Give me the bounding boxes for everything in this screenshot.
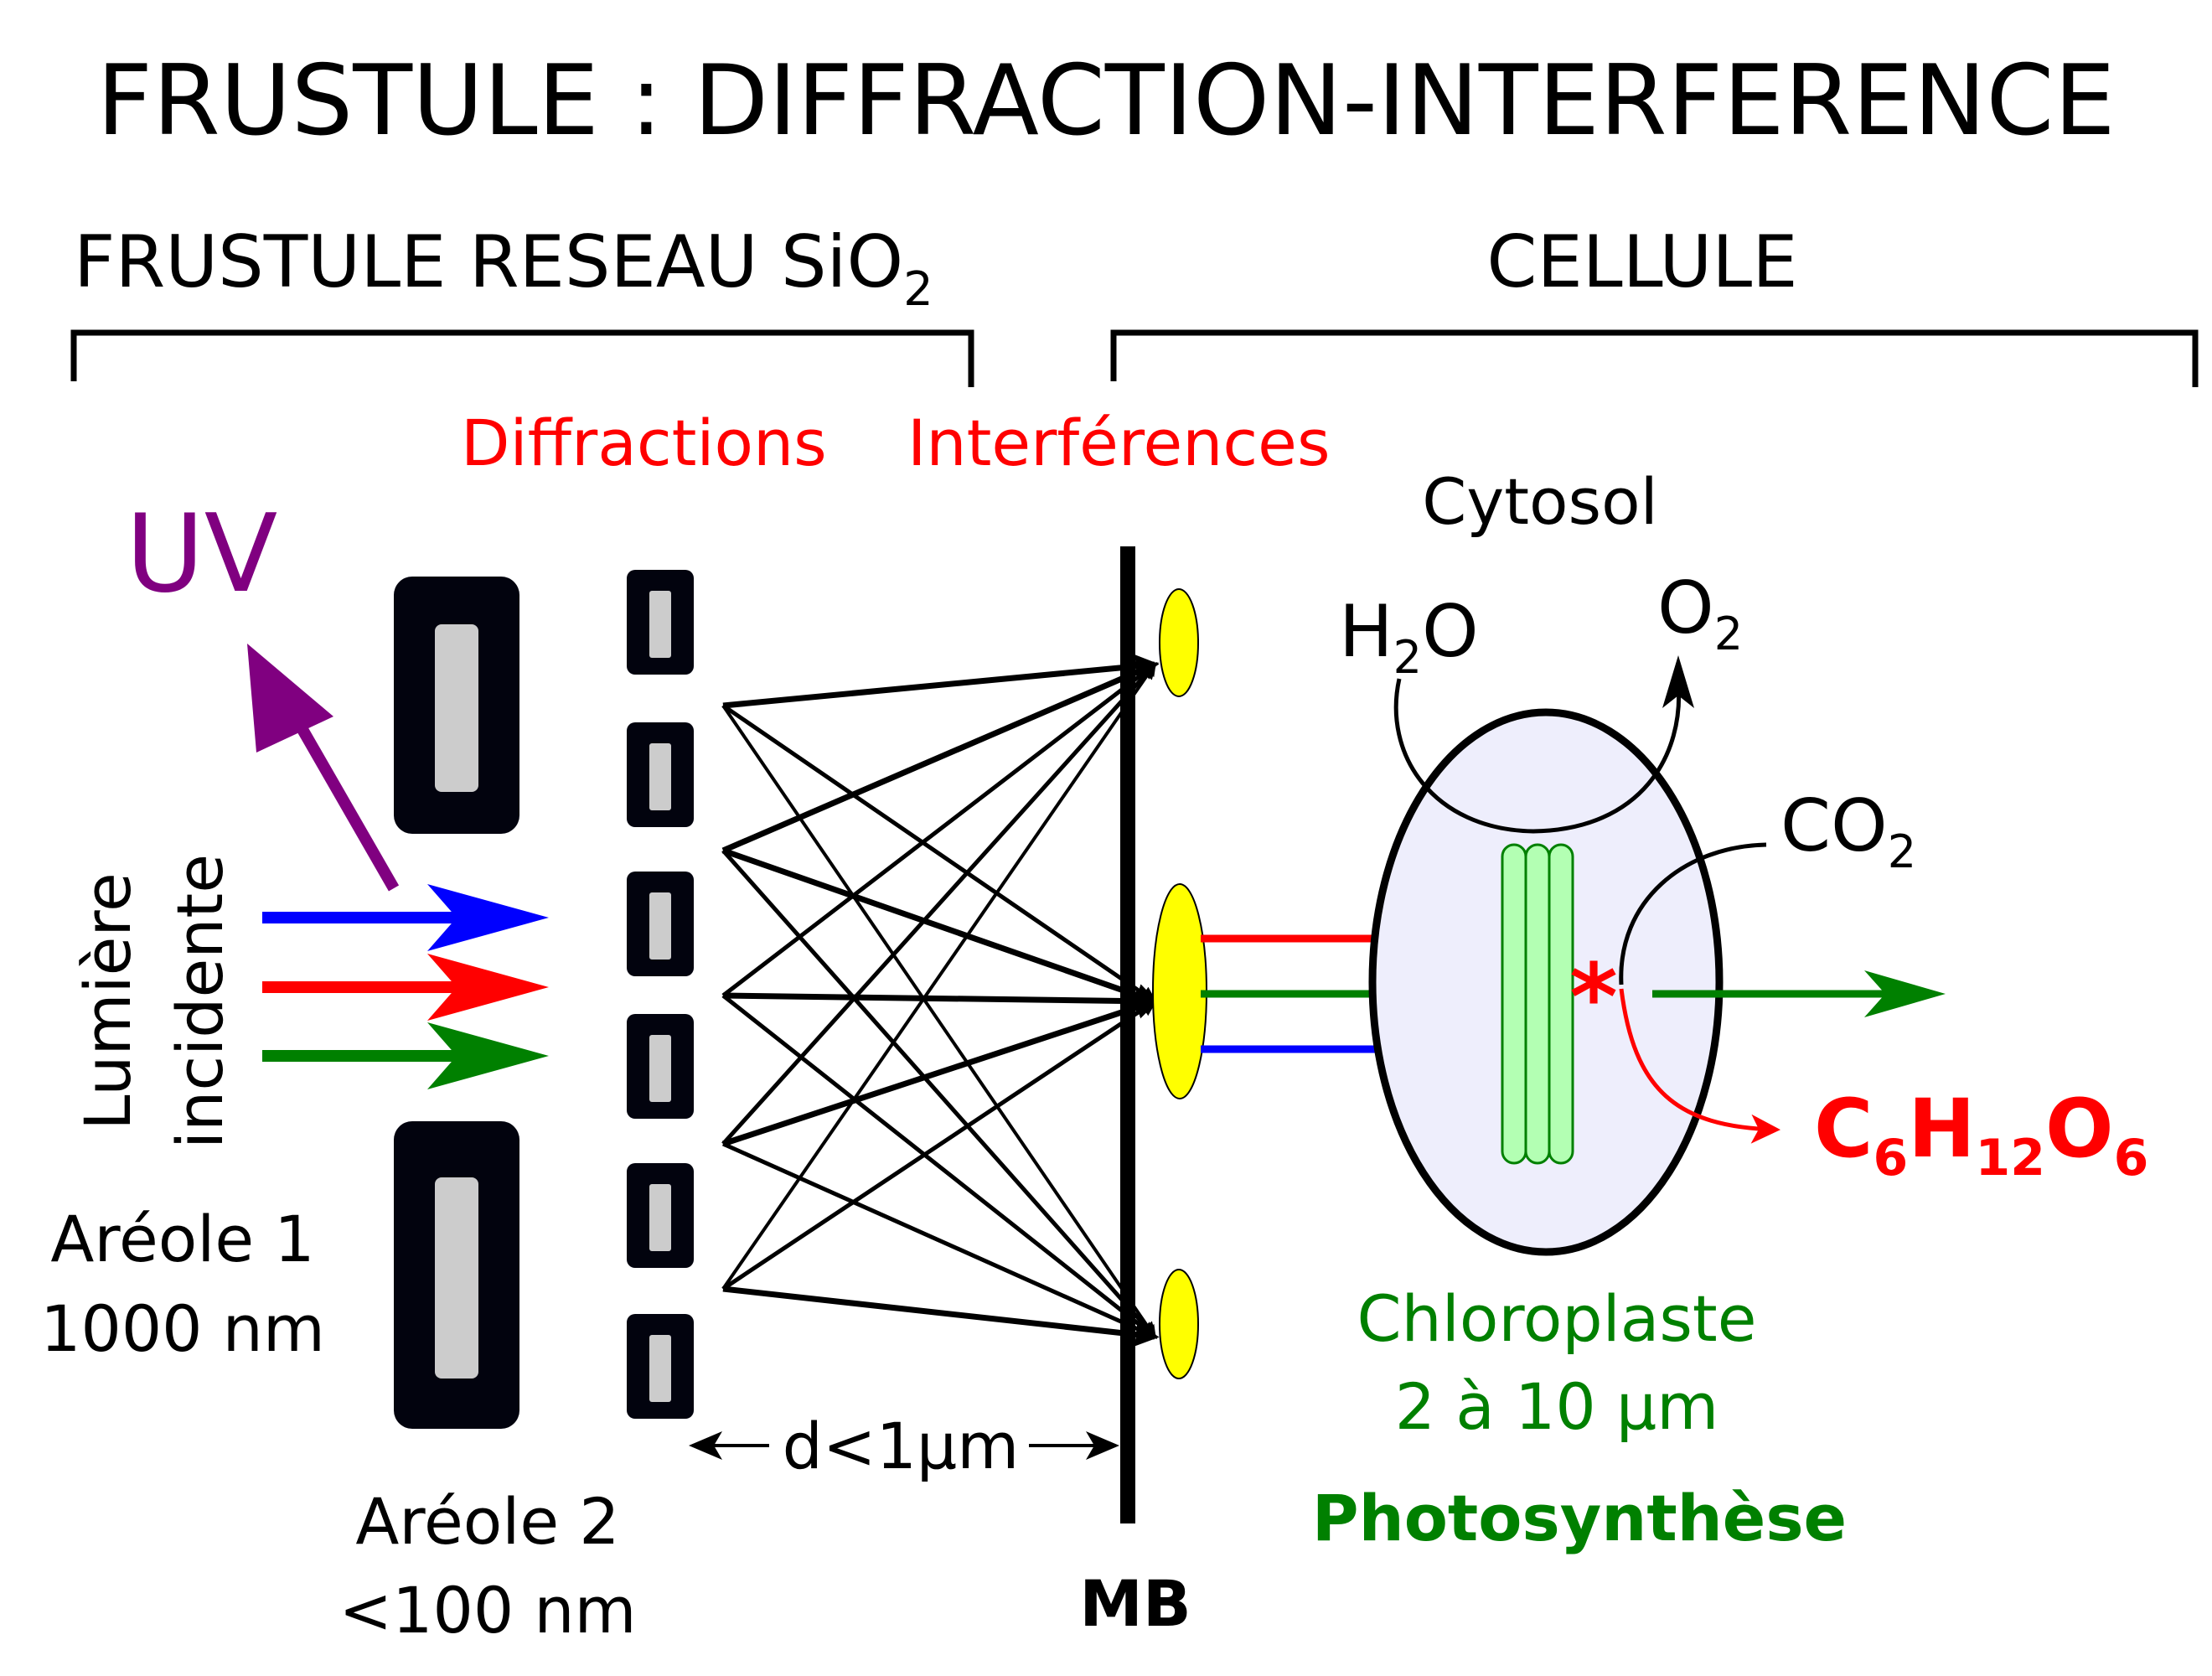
diffraction-rays	[721, 654, 1160, 1347]
cell-section-label: CELLULE	[1486, 220, 1797, 304]
svg-text:2 à 10 µm: 2 à 10 µm	[1395, 1369, 1719, 1444]
thylakoid-stack	[1501, 843, 1574, 1165]
reaction-mark: *	[1569, 944, 1618, 1051]
glucose-label: C6H12O6	[1814, 1082, 2148, 1187]
uv-reflection-arrow	[247, 644, 400, 892]
svg-text:Aréole 2: Aréole 2	[355, 1484, 619, 1559]
glucose-output-arrow	[1619, 988, 1780, 1144]
areole2-label: Aréole 2 <100 nm	[339, 1484, 636, 1648]
focus-spot-bottom	[1159, 1269, 1199, 1379]
svg-text:Aréole 1: Aréole 1	[50, 1202, 314, 1276]
areole2-pores	[627, 570, 694, 1419]
incident-light-label: Lumière incidente	[70, 854, 237, 1149]
incident-blue-arrow	[262, 884, 549, 951]
areole1-pore-top	[394, 577, 519, 834]
cytosol-label: Cytosol	[1422, 464, 1658, 539]
incident-green-arrow	[262, 1022, 549, 1089]
oxygen-arrowhead	[1662, 655, 1694, 708]
focus-spot-top	[1159, 588, 1199, 697]
o2-label: O2	[1657, 566, 1743, 660]
svg-text:Lumière: Lumière	[70, 872, 145, 1130]
chloroplast-label: Chloroplaste 2 à 10 µm	[1357, 1281, 1756, 1444]
h2o-label: H2O	[1339, 590, 1479, 684]
distance-indicator: d<1µm	[689, 1409, 1119, 1483]
membrane-label: MB	[1079, 1566, 1191, 1641]
svg-text:incidente: incidente	[163, 854, 237, 1149]
frustule-bracket	[70, 329, 974, 387]
incident-red-arrow	[262, 954, 549, 1021]
cell-bracket	[1110, 329, 2199, 387]
focus-spot-middle	[1152, 883, 1207, 1099]
water-oxygen-cycle-arrow	[1393, 678, 1682, 834]
photosynthesis-label: Photosynthèse	[1312, 1481, 1847, 1555]
co2-input-curve	[1619, 842, 1767, 985]
svg-text:<100 nm: <100 nm	[339, 1573, 636, 1648]
areole1-pore-bottom	[394, 1121, 519, 1429]
co2-label: CO2	[1780, 784, 1916, 878]
distance-label: d<1µm	[783, 1409, 1020, 1483]
areole1-label: Aréole 1 1000 nm	[40, 1202, 325, 1366]
diagram-title: FRUSTULE : DIFFRACTION-INTERFERENCE	[96, 44, 2115, 158]
output-green-arrow	[1652, 970, 1946, 1017]
diffraction-label: Diffractions	[461, 406, 827, 480]
svg-text:Chloroplaste: Chloroplaste	[1357, 1281, 1756, 1356]
uv-label: UV	[126, 492, 277, 617]
interference-label: Interférences	[907, 406, 1331, 480]
frustule-section-label: FRUSTULE RESEAU SiO2	[74, 220, 933, 317]
svg-text:1000 nm: 1000 nm	[40, 1291, 325, 1366]
